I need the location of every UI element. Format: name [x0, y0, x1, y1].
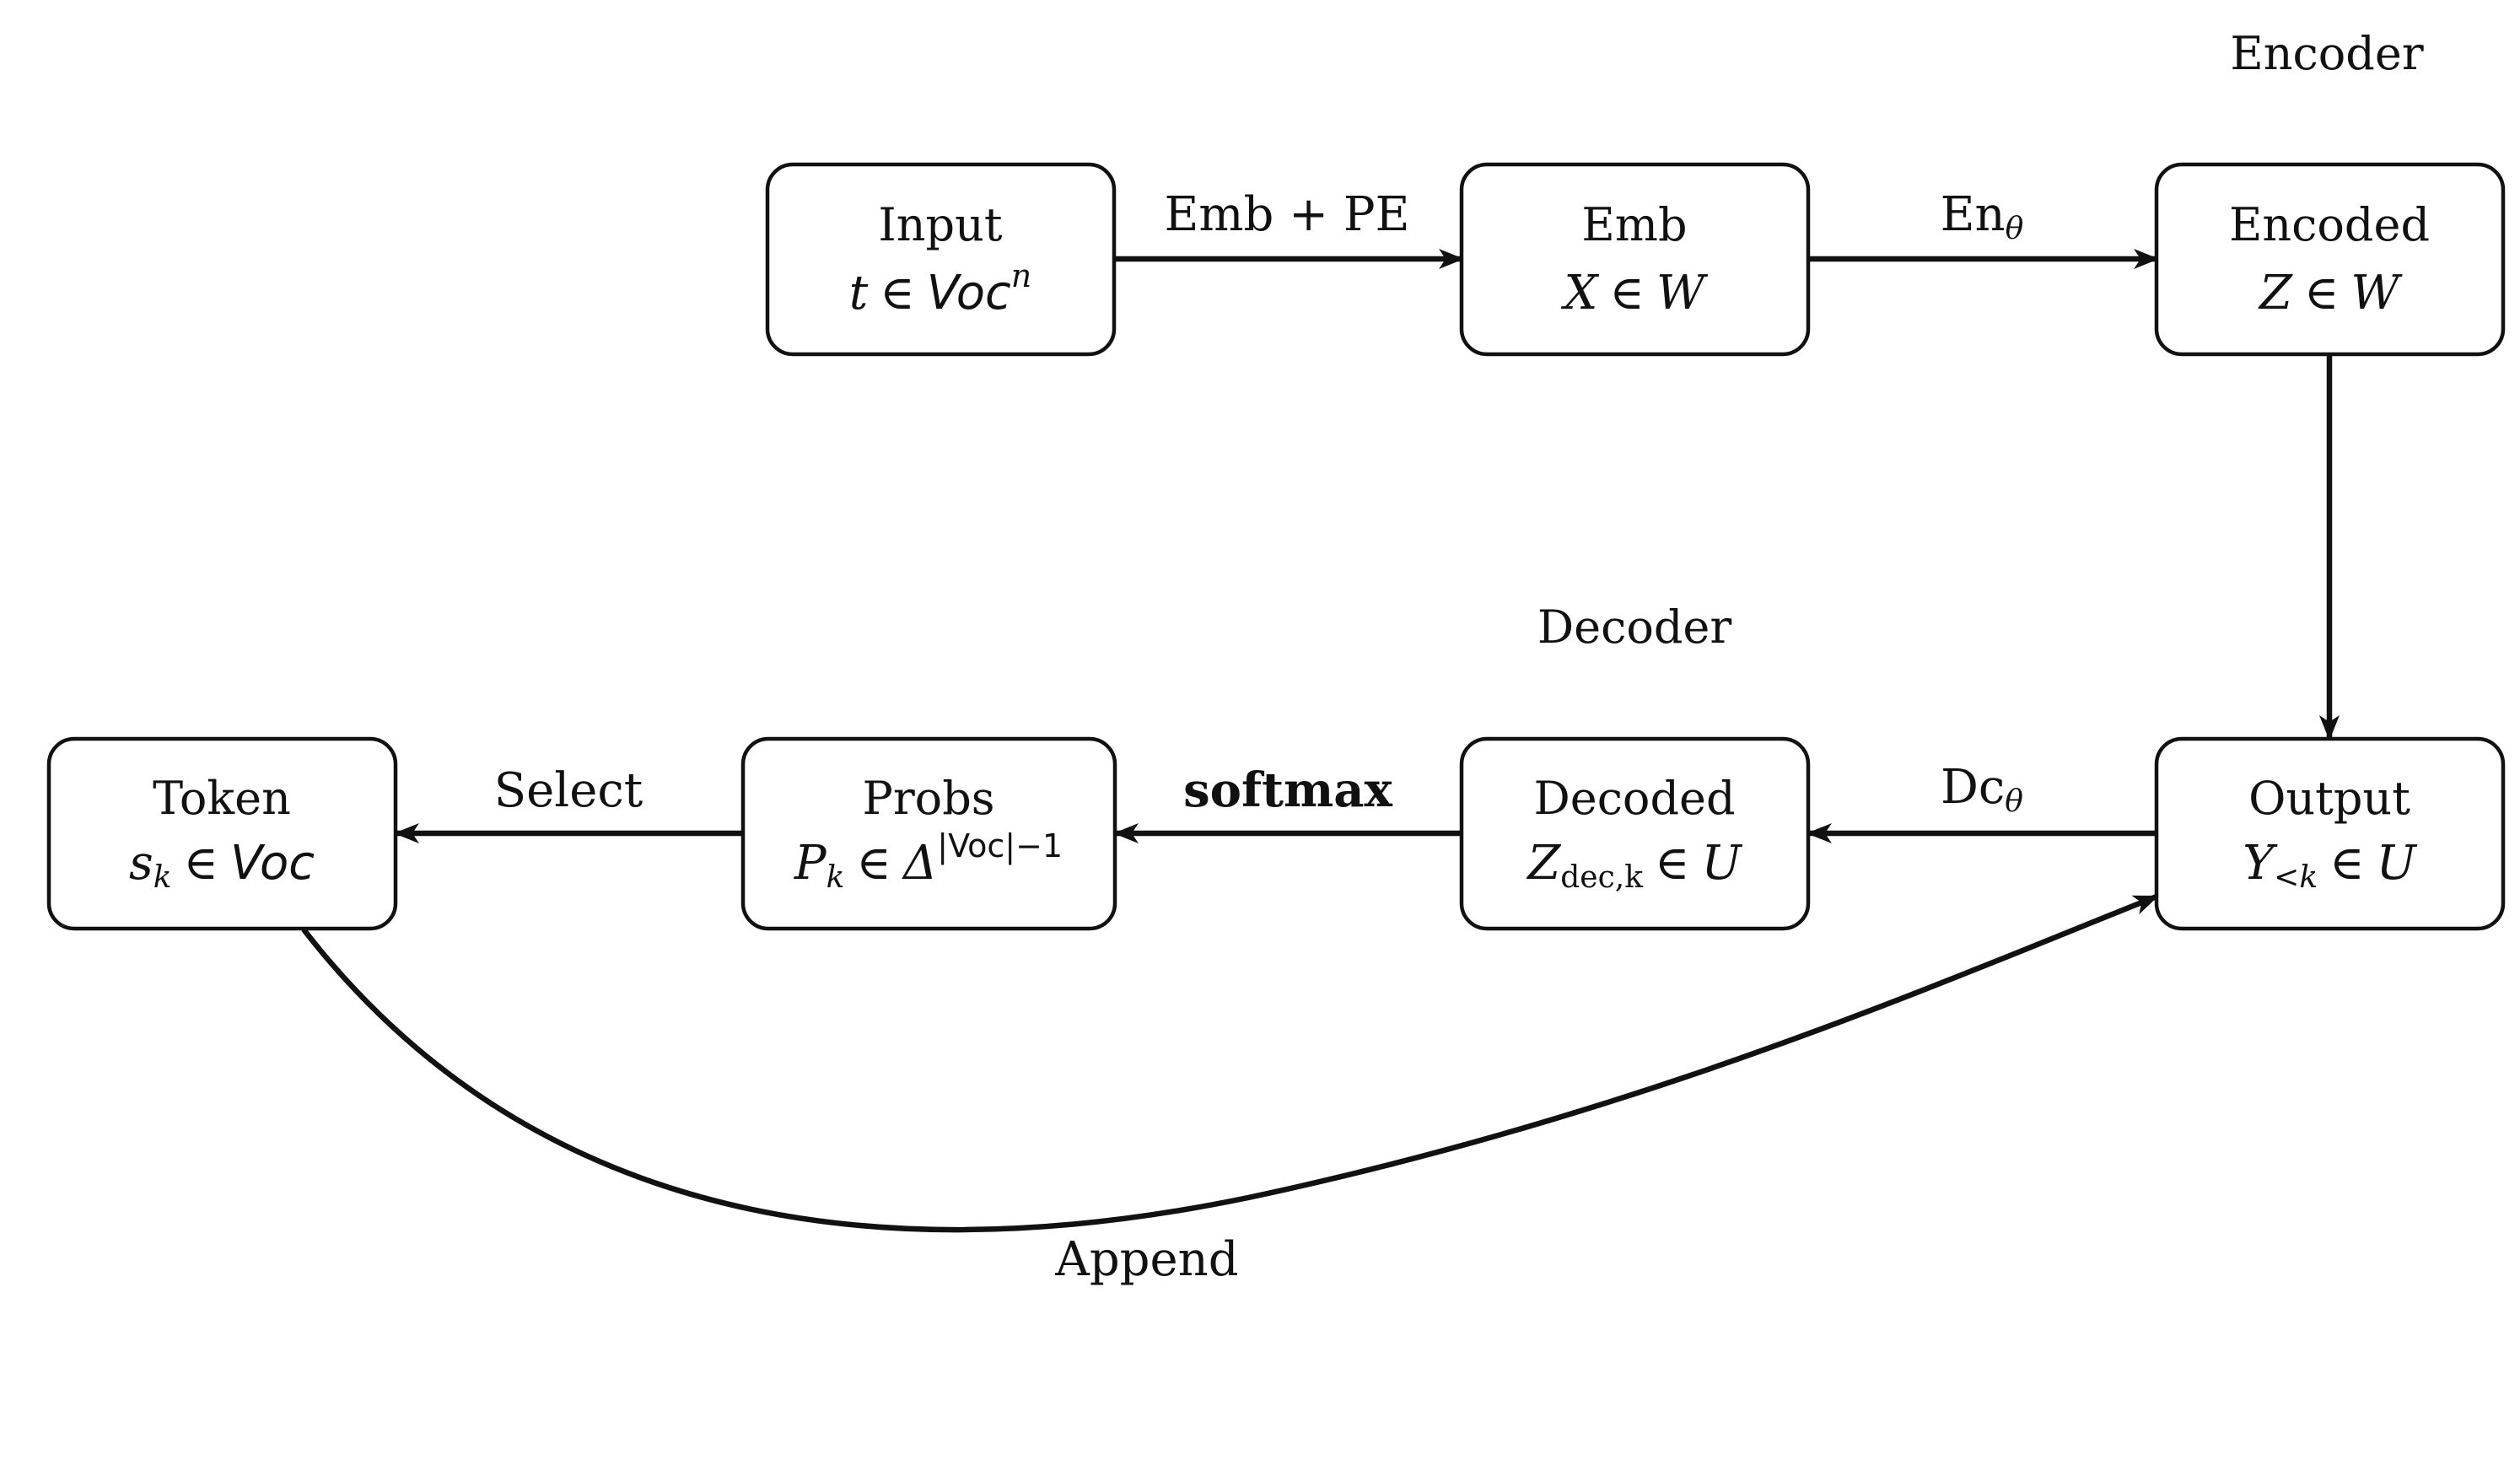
node-input-title: Input: [878, 198, 1002, 251]
encoder-group-label: Encoder: [2230, 27, 2423, 80]
node-emb-formula: X∈W: [1561, 266, 1709, 320]
node-emb: Emb X∈W: [1459, 162, 1811, 357]
node-output: Output Y<k∈U: [2154, 736, 2506, 931]
node-decoded-formula: Zdec,k∈U: [1526, 836, 1742, 895]
node-encoded: Encoded Z∈W: [2154, 162, 2506, 357]
node-probs-title: Probs: [863, 772, 995, 825]
node-input-formula: t∈Vocn: [849, 257, 1032, 320]
node-output-title: Output: [2248, 772, 2410, 825]
node-output-formula: Y<k∈U: [2243, 836, 2417, 895]
edge-label-emb-pe: Emb + PE: [1165, 187, 1410, 242]
node-input: Input t∈Vocn: [765, 162, 1117, 357]
decoder-group-label: Decoder: [1537, 601, 1732, 654]
node-token: Token sk∈Voc: [46, 736, 398, 931]
node-token-title: Token: [153, 772, 291, 825]
edge-label-en-theta: Enθ: [1941, 187, 2024, 246]
edge-label-softmax: softmax: [1183, 762, 1392, 818]
node-encoded-title: Encoded: [2229, 198, 2430, 251]
node-probs-formula: Pk∈Δ|Voc|−1: [794, 827, 1063, 895]
edge-label-append: Append: [1054, 1232, 1238, 1287]
node-decoded: Decoded Zdec,k∈U: [1459, 736, 1811, 931]
node-encoded-formula: Z∈W: [2258, 266, 2403, 320]
node-emb-title: Emb: [1581, 198, 1687, 251]
node-token-formula: sk∈Voc: [129, 836, 315, 895]
edge-label-dc-theta: Dcθ: [1941, 760, 2023, 819]
edge-label-select: Select: [494, 763, 643, 818]
node-probs: Probs Pk∈Δ|Voc|−1: [740, 736, 1117, 931]
edge-token-to-output-append: [301, 893, 2159, 1233]
node-decoded-title: Decoded: [1533, 772, 1735, 825]
